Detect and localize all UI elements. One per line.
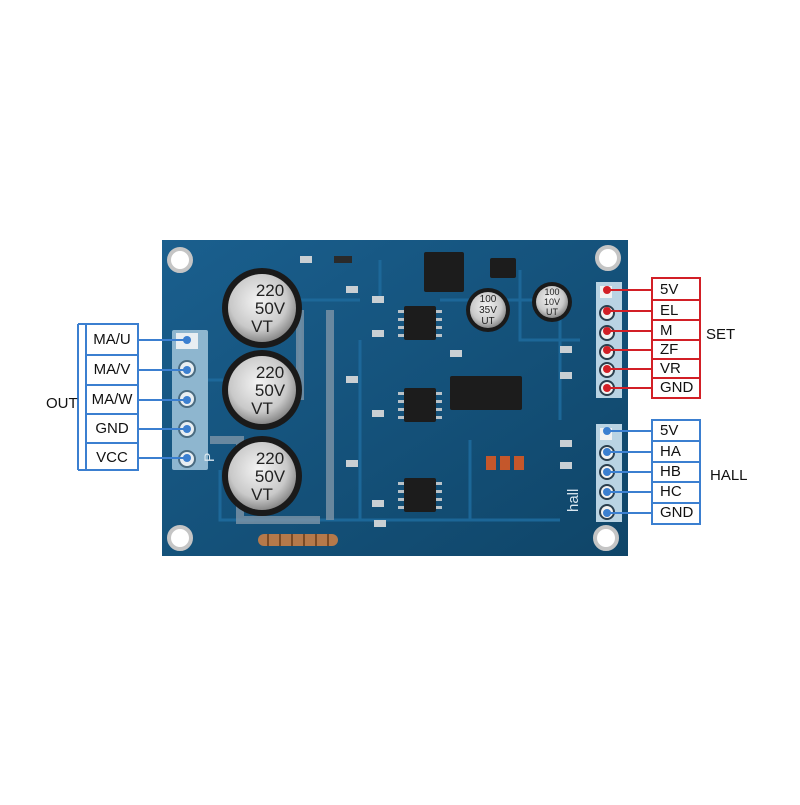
out-group-label: OUT	[46, 395, 78, 412]
svg-text:220: 220	[256, 449, 284, 468]
hall-pin-hc: HC	[660, 483, 682, 500]
svg-text:VT: VT	[251, 485, 273, 504]
resistor-array	[486, 456, 524, 470]
svg-text:35V: 35V	[479, 305, 497, 316]
svg-text:UT: UT	[481, 316, 494, 327]
svg-text:100: 100	[480, 294, 497, 305]
set-pin-gnd: GND	[660, 379, 694, 396]
svg-text:50V: 50V	[255, 381, 286, 400]
out-pin-ma-v: MA/V	[93, 361, 131, 378]
hall-pin-5v: 5V	[660, 422, 679, 439]
svg-text:VT: VT	[251, 399, 273, 418]
smd-components	[300, 256, 572, 527]
mounting-holes	[167, 245, 621, 551]
hall-pin-gnd: GND	[660, 504, 694, 521]
set-pin-5v: 5V	[660, 281, 679, 298]
set-pin-el: EL	[660, 302, 679, 319]
svg-text:50V: 50V	[255, 299, 286, 318]
ic-pins	[398, 310, 442, 509]
capacitor-large-3: 220 50V VT	[222, 436, 302, 516]
capacitor-small-1: 100 35V UT	[466, 288, 510, 332]
set-group-label: SET	[706, 326, 736, 343]
set-pin-vr: VR	[660, 360, 681, 377]
set-pin-zf: ZF	[660, 341, 679, 358]
hall-callout	[603, 419, 701, 525]
capacitor-small-2: 100 10V UT	[532, 282, 572, 322]
out-pin-ma-u: MA/U	[93, 331, 131, 348]
out-pin-vcc: VCC	[96, 449, 128, 466]
set-header	[596, 282, 622, 398]
svg-text:50V: 50V	[255, 467, 286, 486]
silk-hall-text: hall	[565, 489, 582, 512]
out-pin-ma-w: MA/W	[91, 391, 133, 408]
svg-text:220: 220	[256, 281, 284, 300]
set-pin-m: M	[660, 322, 673, 339]
svg-text:VT: VT	[251, 317, 273, 336]
ic-chips	[404, 252, 522, 512]
svg-text:UT: UT	[546, 307, 558, 317]
svg-text:10V: 10V	[544, 297, 560, 307]
svg-text:220: 220	[256, 363, 284, 382]
capacitor-large-1: 220 50V VT	[222, 268, 302, 348]
capacitor-large-2: 220 50V VT	[222, 350, 302, 430]
out-pin-gnd: GND	[95, 420, 129, 437]
out-callout	[77, 323, 191, 471]
set-callout	[603, 277, 701, 399]
hall-pin-hb: HB	[660, 463, 681, 480]
coil	[258, 534, 338, 546]
silk-p-text: P	[201, 453, 217, 462]
svg-text:100: 100	[544, 287, 559, 297]
hall-pin-ha: HA	[660, 443, 681, 460]
hall-group-label: HALL	[710, 467, 748, 484]
